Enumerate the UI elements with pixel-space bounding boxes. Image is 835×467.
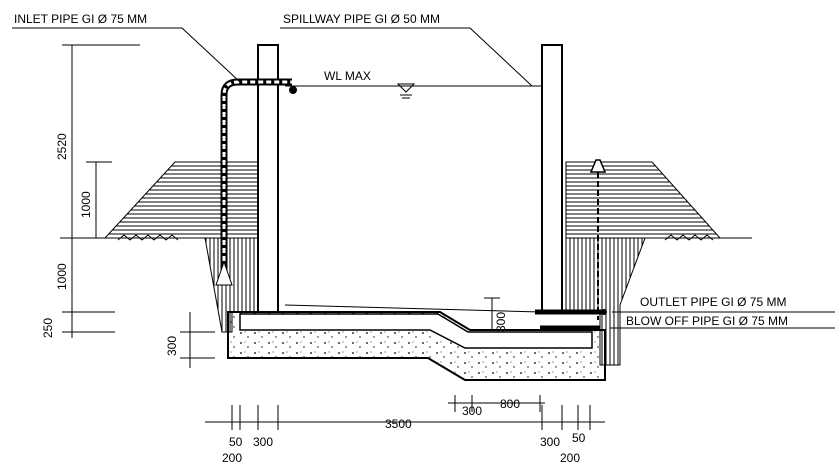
dim-3500: 3500 (385, 417, 412, 431)
leader-lines (12, 27, 835, 329)
dim-1000-upper: 1000 (79, 191, 93, 218)
outlet-pipes (535, 309, 607, 331)
spillway-pipe-label: SPILLWAY PIPE GI Ø 50 MM (283, 12, 440, 26)
water-level (285, 83, 542, 99)
dim-50-right: 50 (572, 431, 586, 445)
dim-2520: 2520 (55, 133, 69, 160)
horizontal-dimensions (205, 395, 605, 430)
dim-1000-lower: 1000 (55, 263, 69, 290)
base-slab (227, 304, 606, 381)
left-embankment (103, 161, 259, 241)
vertical-dimensions (62, 44, 500, 368)
dim-300-left-width: 300 (253, 435, 273, 449)
blow-off-pipe-label: BLOW OFF PIPE GI Ø 75 MM (626, 314, 788, 328)
dim-250: 250 (41, 318, 55, 338)
outlet-pipe-label: OUTLET PIPE GI Ø 75 MM (640, 295, 786, 309)
dim-200-right: 200 (560, 451, 580, 465)
dim-300-sump: 300 (494, 312, 508, 332)
dim-300-sump-width: 300 (462, 404, 482, 418)
inlet-pipe (215, 78, 297, 286)
dim-800: 800 (500, 397, 520, 411)
vent-pipe (589, 159, 607, 320)
dim-300-right: 300 (540, 435, 560, 449)
right-embankment (565, 161, 722, 241)
tank-walls (257, 44, 563, 313)
inlet-pipe-label: INLET PIPE GI Ø 75 MM (14, 12, 147, 26)
dim-200-left: 200 (222, 451, 242, 465)
dim-300-left: 300 (165, 336, 179, 356)
wl-max-label: WL MAX (324, 69, 371, 83)
dim-50-left: 50 (229, 435, 243, 449)
